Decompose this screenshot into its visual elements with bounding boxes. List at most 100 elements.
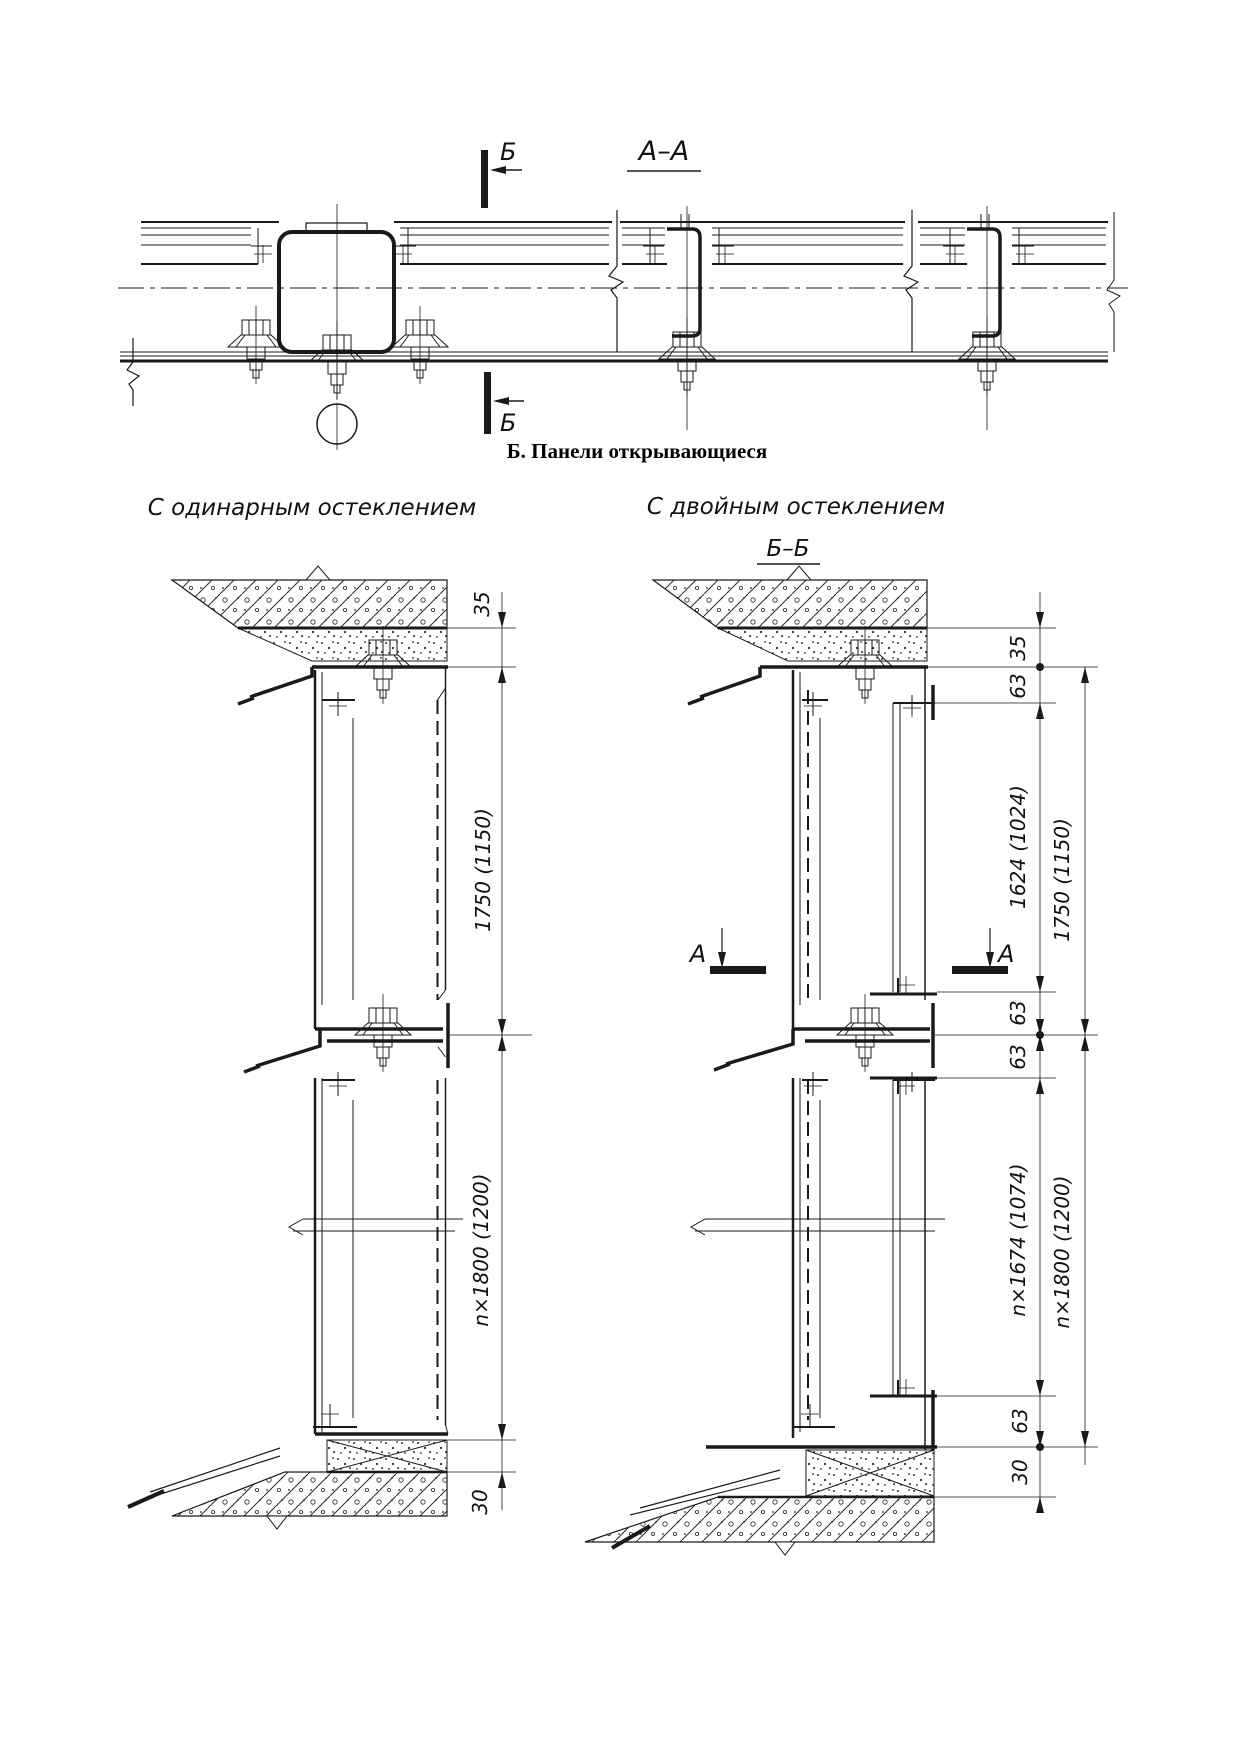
joint-plates: [793, 1027, 930, 1043]
caption: Б. Панели открывающиеся: [507, 439, 767, 463]
cut-plane-bar: [710, 966, 766, 974]
sill-break-notch: [773, 1541, 797, 1556]
dim-bottom-offset: 30: [1008, 1459, 1032, 1484]
dim-upper-panel: 1750 (1150): [1050, 818, 1074, 942]
concrete-sill: [171, 1471, 448, 1517]
dim-top-offset: 35: [1006, 635, 1030, 660]
mortar-bed: [717, 627, 928, 662]
cut-label: А: [688, 940, 706, 968]
cut-marker-b-top: Б: [481, 138, 522, 208]
dim-gap-below-joint: 63: [1006, 1044, 1030, 1069]
single-glazing-heading: С одинарным остеклением: [148, 495, 476, 521]
dim-lower-glazing: n×1674 (1074): [1006, 1163, 1030, 1316]
panel-outer-face-lines: [141, 221, 1108, 265]
dim-top-gap: 63: [1006, 673, 1030, 698]
glazing-clips: [793, 699, 935, 1428]
section-b-b-title: Б–Б: [766, 536, 809, 562]
head-flashing: [249, 667, 314, 699]
dim-panel-height: 1750 (1150): [471, 808, 495, 932]
bolt-assembly: [958, 317, 1016, 397]
dimension-arrow-icons: [1036, 612, 1089, 1513]
sill-flashing-drip: [610, 1524, 652, 1550]
cut-label: А: [996, 940, 1014, 968]
pane-brackets: [870, 992, 937, 1398]
joint-flashing-stub: [243, 1064, 261, 1074]
concrete-sill: [584, 1496, 935, 1543]
clip-cross-ticks: [801, 697, 921, 1423]
break-line-left: [126, 338, 141, 406]
cut-arrow-icon: [718, 952, 726, 968]
dimension-arrow-icons: [498, 612, 506, 1488]
lintel-break-notch: [785, 565, 813, 581]
mortar-bed: [237, 627, 448, 662]
cut-plane-bar: [484, 372, 491, 434]
dim-stack-height: n×1800 (1200): [469, 1173, 493, 1326]
section-a-a: А–А Б Б: [118, 136, 1128, 450]
single-glazing-drawing: [127, 565, 463, 1530]
concrete-lintel: [651, 579, 928, 629]
cut-plane-bar: [481, 150, 488, 208]
concrete-lintel: [170, 579, 448, 629]
double-glazing-drawing: [584, 565, 945, 1556]
break-line-mid2: [903, 210, 920, 352]
break-line-mid1: [608, 210, 625, 352]
cut-marker-a-right: А: [952, 928, 1014, 974]
lintel-break-notch: [304, 565, 332, 581]
dimension-dot: [1036, 663, 1044, 671]
cut-marker-b-bottom: Б: [484, 372, 524, 437]
right-end-break: [1106, 212, 1121, 352]
cut-label: Б: [500, 138, 516, 166]
clip-cross-ticks: [321, 697, 347, 1423]
panel-break-lines: [287, 1218, 463, 1236]
sill-break-notch: [265, 1515, 289, 1530]
sash-jogs: [437, 687, 449, 1435]
panel-end-clips: [251, 228, 1034, 264]
double-glazing-dimensions: 35 63 1624 (1024) 63 63 n×1674 (1074) 63…: [927, 592, 1098, 1513]
dim-top-offset: 35: [470, 591, 494, 616]
glazing-clip-stems: [809, 692, 913, 1427]
single-glazing-view: С одинарным остеклением: [127, 495, 532, 1530]
dim-gap-above-joint: 63: [1006, 1000, 1030, 1025]
horizontal-joint: [243, 1027, 443, 1074]
dim-stack-height: n×1800 (1200): [1050, 1175, 1074, 1328]
mullion-2: [967, 227, 1002, 338]
single-glazing-dimensions: 35 1750 (1150) n×1800 (1200) 30: [447, 591, 532, 1515]
dim-upper-glazing: 1624 (1024): [1006, 785, 1030, 909]
cut-arrow-icon: [490, 166, 506, 174]
sill-flashing-drip: [127, 1489, 165, 1509]
bolt-assembly: [227, 305, 285, 385]
panel-break-lines: [689, 1218, 945, 1236]
mullion-centerlines: [686, 206, 988, 430]
extension-lines: [927, 627, 1098, 1498]
panel-glazing-lines: [141, 227, 1106, 246]
mullion-bead-stubs: [680, 214, 990, 228]
head-flashing-stub: [237, 696, 255, 706]
cut-plane-bar: [952, 966, 1008, 974]
bolt-assembly: [391, 305, 449, 385]
bolt-assembly: [658, 317, 716, 397]
head-flashing-stub: [687, 696, 705, 706]
joint-flashing: [255, 1029, 322, 1068]
dimension-dot: [1036, 1031, 1044, 1039]
insulation-cross: [805, 1449, 935, 1497]
extension-lines: [447, 627, 532, 1473]
outer-glass-lines: [892, 703, 901, 1396]
sill-assembly: [127, 1432, 448, 1530]
head-flashing: [699, 667, 762, 699]
dim-bottom-gap: 63: [1008, 1408, 1032, 1433]
mullion-1: [667, 227, 702, 338]
sill-flashing-lines: [629, 1469, 781, 1516]
pivot-top-tab: [305, 222, 368, 232]
clip-cross-ticks: [254, 245, 1034, 263]
dim-bottom-offset: 30: [468, 1489, 492, 1514]
cut-arrow-icon: [493, 397, 509, 405]
dimension-dot: [1036, 1443, 1044, 1451]
bolt-assembly: [354, 993, 412, 1073]
cut-label: Б: [500, 409, 516, 437]
sill-assembly: [584, 1445, 937, 1556]
joint-flashing: [725, 1029, 795, 1066]
insulation-cross: [326, 1439, 448, 1473]
glazing-clips: [313, 699, 357, 1428]
bottom-rail-lines: [120, 351, 1108, 357]
